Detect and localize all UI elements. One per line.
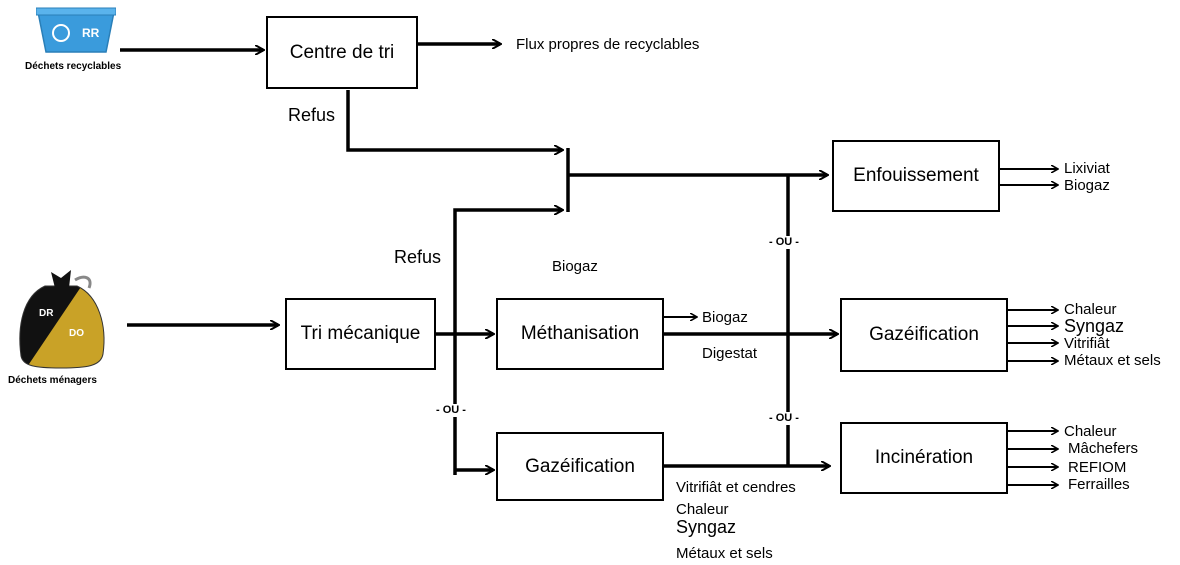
bag-left-text: DR <box>39 308 54 319</box>
label-gaz-left-out2: Chaleur <box>676 501 729 518</box>
box-gazeification-right: Gazéification <box>840 298 1008 372</box>
label-ou-upper: - OU - <box>767 236 801 249</box>
bag-right-text: DO <box>69 328 84 339</box>
inc-output-2: Mâchefers <box>1068 440 1139 457</box>
arrow-refus-top <box>346 90 562 150</box>
box-tri-mecanique: Tri mécanique <box>285 298 436 370</box>
label-gaz-left-out4: Métaux et sels <box>676 545 773 562</box>
menagers-label: Déchets ménagers <box>8 375 97 386</box>
box-enfouissement: Enfouissement <box>832 140 1000 212</box>
label-refus-left: Refus <box>394 247 442 267</box>
box-methanisation: Méthanisation <box>496 298 664 370</box>
enf-output-2: Biogaz <box>1064 177 1110 194</box>
label-gaz-left-out3: Syngaz <box>676 517 737 537</box>
label-biogaz-meth: Biogaz <box>702 309 748 326</box>
gaz-output-3: Vitrifiât <box>1064 335 1110 352</box>
garbage-bag-icon: DR DO <box>15 266 107 370</box>
label-flux-propres: Flux propres de recyclables <box>516 36 700 53</box>
gaz-output-1: Chaleur <box>1064 301 1117 318</box>
inc-output-4: Ferrailles <box>1068 476 1130 493</box>
box-gazeification-left: Gazéification <box>496 432 664 501</box>
label-gaz-left-out1: Vitrifiât et cendres <box>676 479 796 496</box>
box-incineration: Incinération <box>840 422 1008 494</box>
inc-output-3: REFIOM <box>1068 459 1127 476</box>
box-centre-de-tri: Centre de tri <box>266 16 418 89</box>
label-biogaz-floating: Biogaz <box>552 258 598 275</box>
label-ou-left: - OU - <box>434 404 468 417</box>
enf-output-1: Lixiviat <box>1064 160 1110 177</box>
inc-output-1: Chaleur <box>1064 423 1117 440</box>
gaz-output-4: Métaux et sels <box>1064 352 1161 369</box>
label-ou-middle: - OU - <box>767 412 801 425</box>
recycling-bin-icon: RR <box>35 6 117 54</box>
arrow-refus-left <box>453 210 562 475</box>
bin-text: RR <box>82 26 100 40</box>
recyclables-label: Déchets recyclables <box>25 61 122 72</box>
gaz-output-2: Syngaz <box>1064 316 1125 336</box>
label-digestat: Digestat <box>702 345 758 362</box>
label-refus-top: Refus <box>288 105 336 125</box>
